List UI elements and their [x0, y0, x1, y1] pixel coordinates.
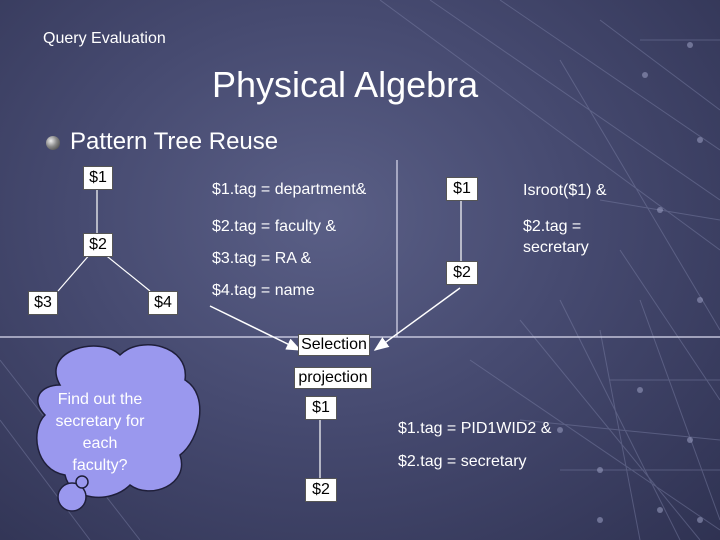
tree-node-right-2: $2	[446, 261, 478, 285]
slide-title: Physical Algebra	[212, 64, 479, 105]
cloud-question: Find out the secretary for each faculty?	[40, 389, 160, 477]
condition-bottom-1: $1.tag = PID1WID2 &	[398, 420, 552, 437]
condition-right-1: Isroot($1) &	[523, 182, 607, 199]
cloud-line-1: Find out the	[57, 391, 143, 408]
bullet-text: Pattern Tree Reuse	[70, 128, 279, 155]
tree-node-left-4: $4	[148, 291, 178, 315]
condition-left-4: $4.tag = name	[212, 282, 315, 299]
condition-right-2b: secretary	[523, 239, 589, 256]
bullet-item: Pattern Tree Reuse	[46, 128, 278, 156]
projection-label: projection	[294, 367, 372, 389]
tree-node-left-1: $1	[83, 166, 113, 190]
selection-label: Selection	[298, 334, 370, 356]
section-header: Query Evaluation	[43, 30, 166, 47]
tree-node-bottom-2: $2	[305, 478, 337, 502]
tree-node-left-3: $3	[28, 291, 58, 315]
tree-node-right-1: $1	[446, 177, 478, 201]
cloud-line-3: each	[82, 435, 118, 452]
cloud-line-4: faculty?	[72, 457, 128, 474]
condition-bottom-2: $2.tag = secretary	[398, 453, 527, 470]
cloud-line-2: secretary for	[55, 413, 145, 430]
tree-node-bottom-1: $1	[305, 396, 337, 420]
condition-right-2a: $2.tag =	[523, 218, 582, 235]
condition-left-2: $2.tag = faculty &	[212, 218, 337, 235]
condition-left-1: $1.tag = department&	[212, 181, 367, 198]
tree-node-left-2: $2	[83, 233, 113, 257]
condition-left-3: $3.tag = RA &	[212, 250, 312, 267]
bullet-icon	[46, 135, 60, 150]
